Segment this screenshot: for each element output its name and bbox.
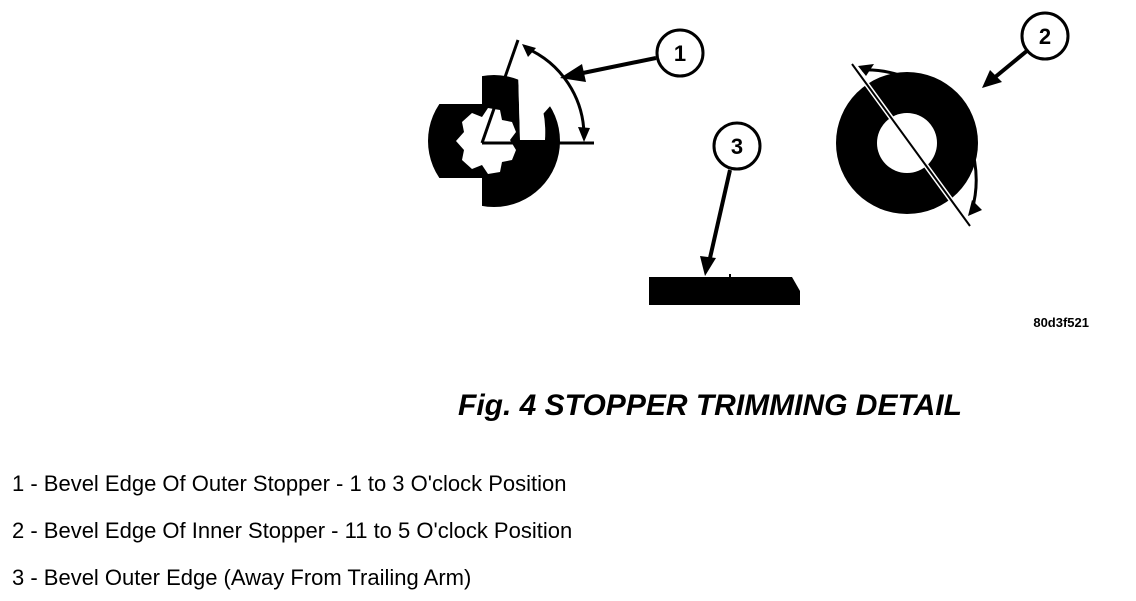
legend-item-2: 2 - Bevel Edge Of Inner Stopper - 11 to … bbox=[12, 518, 573, 543]
callout-1: 1 bbox=[560, 28, 705, 82]
outer-stopper bbox=[420, 39, 594, 222]
legend-item-3: 3 - Bevel Outer Edge (Away From Trailing… bbox=[12, 565, 472, 590]
legend-item-1: 1 - Bevel Edge Of Outer Stopper - 1 to 3… bbox=[12, 471, 567, 496]
callout-1-number: 1 bbox=[674, 41, 686, 66]
splined-hole bbox=[456, 108, 516, 174]
callout-2: 2 bbox=[982, 11, 1070, 88]
figure-code: 80d3f521 bbox=[1033, 315, 1089, 330]
inner-stopper bbox=[836, 62, 982, 228]
figure-caption: Fig. 4 STOPPER TRIMMING DETAIL bbox=[458, 389, 962, 422]
beveled-bar bbox=[649, 274, 800, 305]
stopper-trimming-diagram: 1 2 3 80d3f521 bbox=[420, 11, 1089, 330]
callout-3-number: 3 bbox=[731, 134, 743, 159]
legend-list: 1 - Bevel Edge Of Outer Stopper - 1 to 3… bbox=[12, 460, 572, 601]
callout-3: 3 bbox=[700, 121, 762, 276]
callout-2-number: 2 bbox=[1039, 24, 1051, 49]
